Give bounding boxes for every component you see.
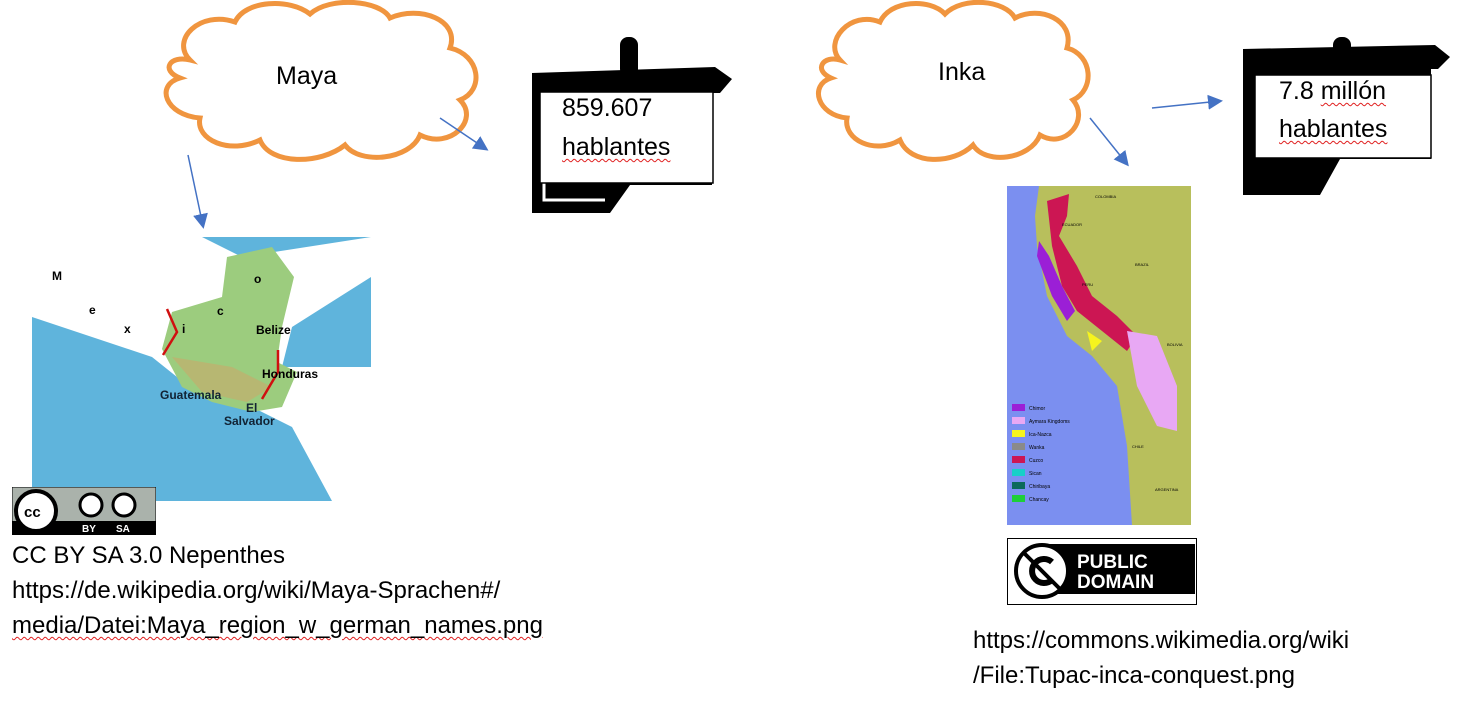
maya-credit-line1: CC BY SA 3.0 Nepenthes: [12, 542, 286, 569]
map-label: ECUADOR: [1062, 222, 1082, 227]
map-label: ARGENTINA: [1155, 487, 1179, 492]
svg-text:Chancay: Chancay: [1029, 497, 1049, 503]
svg-text:Sican: Sican: [1029, 471, 1042, 477]
inka-credit-line2[interactable]: /File:Tupac-inca-conquest.png: [973, 662, 1295, 689]
maya-title: Maya: [276, 62, 338, 90]
inka-credit-line1[interactable]: https://commons.wikimedia.org/wiki: [973, 627, 1350, 654]
maya-region-map: M e x i c o Belize Honduras Guatemala El…: [32, 237, 371, 501]
map-label: Belize: [256, 323, 291, 337]
map-label: BOLIVIA: [1167, 342, 1183, 347]
map-label: Salvador: [224, 414, 275, 428]
inka-speakers-value: 7.8 millón: [1279, 77, 1386, 106]
maya-speakers-number: 859.607: [562, 94, 653, 122]
by-label: BY: [82, 524, 96, 535]
by-icon: [78, 492, 104, 518]
svg-text:Chimor: Chimor: [1029, 406, 1045, 412]
pd-line1: PUBLIC: [1077, 552, 1148, 573]
maya-scroll-shape: [532, 37, 732, 213]
inka-speakers-number: 7.8: [1279, 77, 1314, 105]
map-label: M: [52, 269, 62, 283]
map-label: BRAZIL: [1135, 262, 1150, 267]
map-label: CHILE: [1132, 444, 1144, 449]
svg-text:Aymara Kingdoms: Aymara Kingdoms: [1029, 419, 1070, 425]
map-label: PERU: [1082, 282, 1093, 287]
inka-conquest-map: COLOMBIA ECUADOR BRAZIL PERU BOLIVIA CHI…: [1007, 186, 1191, 525]
svg-text:Ica-Nazca: Ica-Nazca: [1029, 432, 1052, 438]
maya-credit-line2[interactable]: https://de.wikipedia.org/wiki/Maya-Sprac…: [12, 577, 501, 604]
map-label: x: [124, 322, 131, 336]
map-label: COLOMBIA: [1095, 194, 1116, 199]
svg-text:Cuzco: Cuzco: [1029, 458, 1043, 464]
svg-text:Chiribaya: Chiribaya: [1029, 484, 1050, 490]
maya-cloud-shape: [163, 0, 479, 162]
map-label: i: [182, 322, 185, 336]
inka-scroll-shape: [1243, 37, 1450, 195]
map-label: El: [246, 401, 257, 415]
cc-by-sa-badge: cc BY SA: [12, 487, 156, 535]
inka-title: Inka: [938, 58, 986, 86]
sa-label: SA: [116, 524, 130, 535]
inka-speakers-label: hablantes: [1279, 115, 1388, 143]
map-label: Honduras: [262, 367, 318, 381]
map-label: e: [89, 303, 96, 317]
map-label: Guatemala: [160, 388, 222, 402]
cc-icon: cc: [24, 504, 41, 521]
inka-speakers-unit: millón: [1320, 77, 1387, 105]
map-legend: Chimor Aymara Kingdoms Ica-Nazca Wanka C…: [1012, 404, 1070, 503]
map-label: c: [217, 304, 224, 318]
inka-cloud-shape: [816, 0, 1091, 162]
maya-speakers-label: hablantes: [562, 133, 671, 161]
public-domain-badge: PUBLIC DOMAIN: [1007, 538, 1197, 605]
svg-text:Wanka: Wanka: [1029, 445, 1045, 451]
sa-icon: [111, 492, 137, 518]
map-label: o: [254, 272, 261, 286]
pd-line2: DOMAIN: [1077, 572, 1154, 593]
maya-credit-line3[interactable]: media/Datei:Maya_region_w_german_names.p…: [12, 612, 543, 639]
